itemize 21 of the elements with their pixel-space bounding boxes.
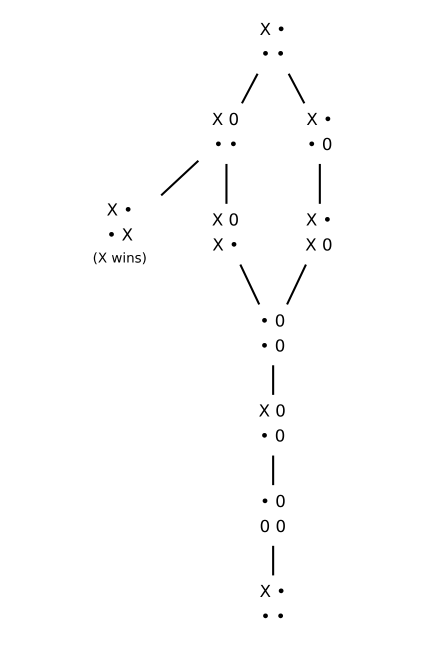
node-label: (X wins) <box>92 250 147 267</box>
connector <box>160 160 200 196</box>
connector <box>318 164 321 204</box>
connector <box>241 73 259 104</box>
connector <box>272 456 274 486</box>
node-text: X 0 • • <box>212 110 240 154</box>
connector <box>272 365 274 395</box>
connector <box>272 546 274 576</box>
node-text: X 0 • 0 <box>258 402 286 446</box>
node-text: X • X 0 <box>305 210 333 255</box>
node-text: X • • • <box>260 20 286 64</box>
node-text: X 0 X • <box>212 210 240 255</box>
node-text: X • • X <box>106 200 134 244</box>
connector <box>286 264 307 305</box>
node-text: X • • • <box>260 582 286 626</box>
node-text: • 0 • 0 <box>260 311 286 356</box>
connector <box>225 164 228 204</box>
connector <box>288 73 306 104</box>
node-text: • 0 0 0 <box>260 492 286 536</box>
connector <box>239 264 260 305</box>
node-text: X • • 0 <box>306 110 333 154</box>
